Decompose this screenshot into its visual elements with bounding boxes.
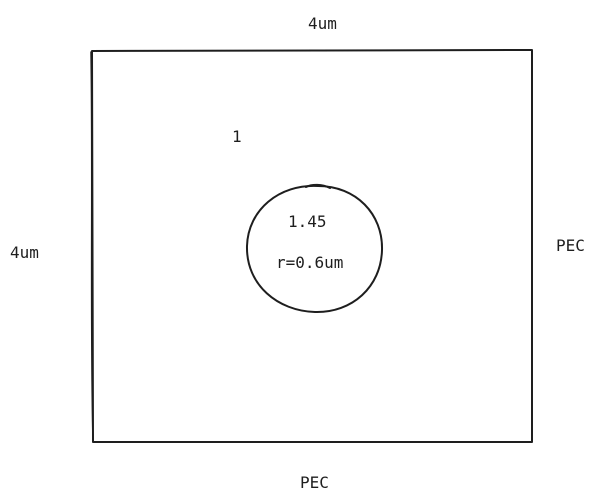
core-circle-overlap-stroke <box>305 183 331 189</box>
core-circle <box>245 184 384 314</box>
height-label: 4um <box>10 243 39 262</box>
width-label: 4um <box>308 14 337 33</box>
domain-boundary-box <box>91 49 533 443</box>
bottom-boundary-label: PEC <box>300 473 329 492</box>
background-index-label: 1 <box>232 127 242 146</box>
right-boundary-label: PEC <box>556 236 585 255</box>
domain-left-edge-stroke <box>90 51 94 442</box>
core-index-label: 1.45 <box>288 212 327 231</box>
core-radius-label: r=0.6um <box>276 253 344 272</box>
